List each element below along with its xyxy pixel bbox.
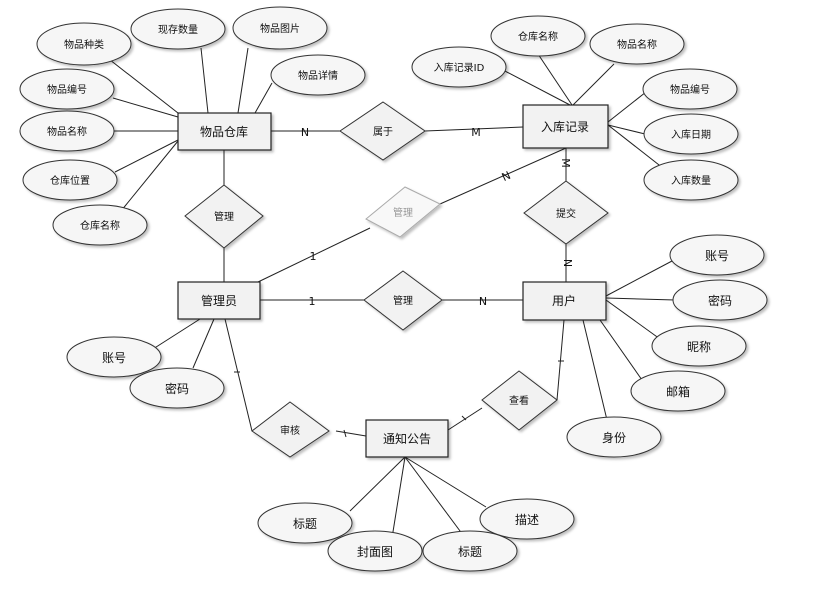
relationship-belongs-label: 属于 <box>373 126 393 138</box>
attr-label: 仓库位置 <box>50 174 90 187</box>
attr-warehouse-item-name[interactable]: 物品名称 <box>19 110 115 152</box>
cardinality-labels: N M M N 1 N 1 N <box>234 126 574 438</box>
attr-label: 物品名称 <box>617 38 657 51</box>
attr-label: 密码 <box>708 293 732 308</box>
attr-warehouse-name[interactable]: 仓库名称 <box>52 204 148 246</box>
attr-user-password[interactable]: 密码 <box>672 279 768 321</box>
attr-label: 邮箱 <box>666 384 690 399</box>
attr-label: 昵称 <box>687 340 711 354</box>
attr-label: 标题 <box>293 517 317 531</box>
attr-label: 入库日期 <box>671 128 711 141</box>
attr-inbound-record-id[interactable]: 入库记录ID <box>411 46 507 88</box>
attr-warehouse-item-image[interactable]: 物品图片 <box>232 6 328 50</box>
attr-notice-title[interactable]: 标题 <box>257 502 353 544</box>
attr-label: 描述 <box>515 513 539 527</box>
entity-warehouse-label: 物品仓库 <box>200 124 248 139</box>
attr-warehouse-stock-qty[interactable]: 现存数量 <box>130 8 226 50</box>
attr-user-identity[interactable]: 身份 <box>566 416 662 458</box>
attr-label: 标题 <box>458 545 482 559</box>
attr-label: 封面图 <box>357 545 393 559</box>
attr-warehouse-item-id[interactable]: 物品编号 <box>19 68 115 110</box>
attr-label: 物品种类 <box>64 38 104 51</box>
attr-label: 仓库名称 <box>80 219 120 232</box>
entity-inbound-record-label: 入库记录 <box>541 119 589 134</box>
attr-label: 物品图片 <box>260 22 300 35</box>
attr-inbound-item-name[interactable]: 物品名称 <box>589 23 685 65</box>
relationship-manage-user-label: 管理 <box>393 294 413 307</box>
attr-label: 身份 <box>602 430 626 445</box>
entity-warehouse[interactable]: 物品仓库 <box>177 112 272 151</box>
attr-warehouse-item-category[interactable]: 物品种类 <box>36 22 132 66</box>
entity-user[interactable]: 用户 <box>522 281 607 321</box>
attr-inbound-item-id[interactable]: 物品编号 <box>642 68 738 110</box>
cardinality-admin-user-left: 1 <box>309 295 316 308</box>
attr-label: 现存数量 <box>158 23 198 36</box>
attr-notice-cover-image[interactable]: 封面图 <box>327 530 423 572</box>
attr-label: 账号 <box>102 351 126 365</box>
attr-inbound-warehouse-name[interactable]: 仓库名称 <box>490 15 586 57</box>
relationship-manage-inbound-label: 管理 <box>393 206 413 219</box>
relationship-manage-warehouse-label: 管理 <box>214 210 234 223</box>
attr-label: 密码 <box>165 381 189 396</box>
attr-admin-account[interactable]: 账号 <box>66 336 162 378</box>
entity-admin-label: 管理员 <box>201 293 237 308</box>
attr-notice-description[interactable]: 描述 <box>479 498 575 540</box>
relationship-belongs[interactable]: 属于 <box>339 101 426 161</box>
entity-notice-label: 通知公告 <box>383 432 431 446</box>
attr-inbound-qty[interactable]: 入库数量 <box>643 159 739 201</box>
entity-notice[interactable]: 通知公告 <box>365 419 449 458</box>
attr-label: 仓库名称 <box>518 30 558 43</box>
cardinality-admin-inbound-left: 1 <box>310 250 317 263</box>
attr-label: 入库记录ID <box>434 61 485 74</box>
attr-label: 物品名称 <box>47 125 87 138</box>
cardinality-admin-inbound-right: N <box>500 169 513 184</box>
attr-label: 物品编号 <box>47 83 87 96</box>
attr-admin-password[interactable]: 密码 <box>129 367 225 409</box>
relationship-manage-inbound[interactable]: 管理 <box>365 186 441 238</box>
attr-user-nickname[interactable]: 昵称 <box>651 325 747 367</box>
cardinality-admin-user-right: N <box>479 295 487 308</box>
attr-label: 入库数量 <box>671 174 711 187</box>
attr-label: 账号 <box>705 249 729 263</box>
relationship-manage-warehouse[interactable]: 管理 <box>184 184 264 249</box>
cardinality-belongs-left: N <box>301 126 309 139</box>
attr-inbound-date[interactable]: 入库日期 <box>643 113 739 155</box>
entity-admin[interactable]: 管理员 <box>177 281 261 320</box>
entity-inbound-record[interactable]: 入库记录 <box>522 104 609 149</box>
cardinality-submit-top: M <box>559 158 572 168</box>
relationship-review[interactable]: 审核 <box>251 401 330 458</box>
attr-warehouse-item-detail[interactable]: 物品详情 <box>270 54 366 96</box>
relationship-review-label: 审核 <box>280 424 300 437</box>
entity-user-label: 用户 <box>552 293 576 308</box>
relationship-view-label: 查看 <box>509 394 529 407</box>
relationship-manage-user[interactable]: 管理 <box>363 270 443 331</box>
relationship-submit-label: 提交 <box>556 207 576 220</box>
relationship-view[interactable]: 查看 <box>481 370 558 431</box>
cardinality-submit-bottom: N <box>561 259 574 267</box>
attr-notice-title-2[interactable]: 标题 <box>422 530 518 572</box>
connector-lines <box>104 47 676 539</box>
attr-warehouse-location[interactable]: 仓库位置 <box>22 159 118 201</box>
attr-user-account[interactable]: 账号 <box>669 234 765 276</box>
relationship-submit[interactable]: 提交 <box>523 180 609 245</box>
cardinality-belongs-right: M <box>471 126 481 139</box>
attr-label: 物品编号 <box>670 83 710 96</box>
attr-label: 物品详情 <box>298 69 338 82</box>
attr-user-email[interactable]: 邮箱 <box>630 370 726 412</box>
